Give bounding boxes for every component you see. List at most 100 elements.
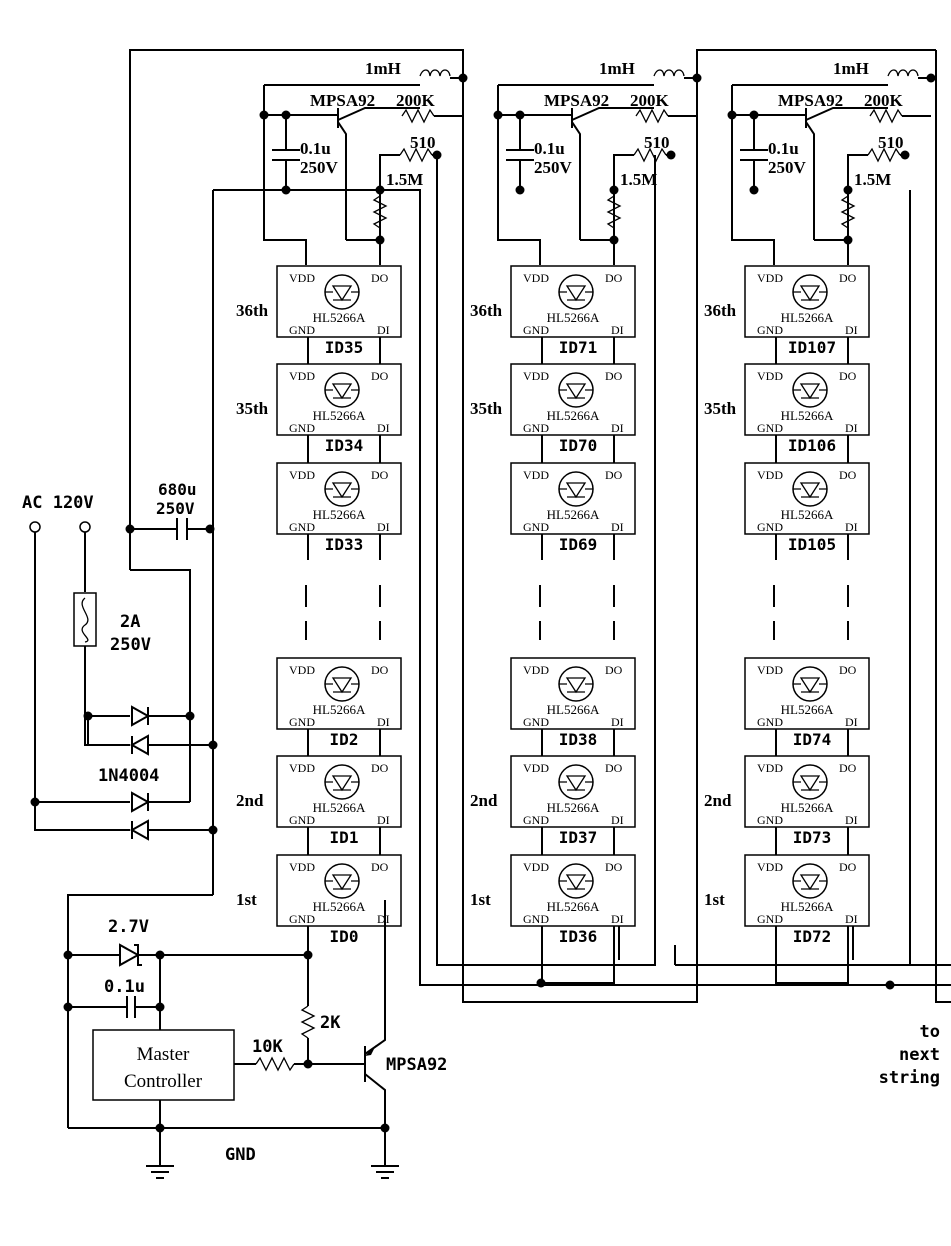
pin-di: DI [377, 520, 390, 534]
chip-part: HL5266A [313, 507, 366, 522]
master-controller [92, 1029, 235, 1101]
chip-part: HL5266A [547, 507, 600, 522]
pin-do: DO [839, 860, 857, 874]
pin-gnd: GND [757, 421, 783, 435]
next-string-line2: next [899, 1045, 940, 1065]
chip-part: HL5266A [781, 310, 834, 325]
pin-vdd: VDD [289, 860, 315, 874]
pin-di: DI [845, 813, 858, 827]
pin-vdd: VDD [757, 860, 783, 874]
next-string-label: to next string [879, 1022, 940, 1088]
controller-section: 2.7V 0.1u Master Controller 10K 2K MPSA9… [63, 900, 447, 1179]
pin-gnd: GND [523, 520, 549, 534]
pin-vdd: VDD [757, 468, 783, 482]
pin-do: DO [371, 761, 389, 775]
zener-value: 2.7V [108, 917, 149, 937]
pin-di: DI [377, 715, 390, 729]
zener-diode [119, 943, 141, 967]
chip-part: HL5266A [547, 408, 600, 423]
pin-di: DI [845, 715, 858, 729]
resistor-510 [633, 147, 667, 163]
pin-vdd: VDD [289, 761, 315, 775]
chip-id: ID33 [325, 535, 364, 554]
chip-position-label: 2nd [704, 791, 732, 810]
next-string-line1: to [920, 1022, 940, 1042]
chip-id: ID2 [330, 730, 359, 749]
chip-id: ID74 [793, 730, 832, 749]
supply-capacitor [740, 115, 768, 190]
chip-id: ID72 [793, 927, 832, 946]
pin-gnd: GND [289, 715, 315, 729]
pin-di: DI [377, 421, 390, 435]
pin-gnd: GND [757, 912, 783, 926]
chip-part: HL5266A [781, 899, 834, 914]
inductor-label: 1mH [365, 59, 401, 78]
chip-part: HL5266A [547, 310, 600, 325]
pin-di: DI [611, 813, 624, 827]
chip-position-label: 35th [470, 399, 503, 418]
pin-gnd: GND [289, 912, 315, 926]
supply-cap-value: 0.1u [300, 139, 331, 158]
resistor-1m5-label: 1.5M [620, 170, 657, 189]
led-chip: VDD DO GND DI HL5266A [744, 657, 870, 730]
chip-position-label: 2nd [470, 791, 498, 810]
pin-gnd: GND [289, 323, 315, 337]
supply-transistor-label: MPSA92 [544, 91, 609, 110]
chip-part: HL5266A [547, 702, 600, 717]
pin-di: DI [611, 912, 624, 926]
chip-id: ID71 [559, 338, 598, 357]
resistor-200k-label: 200K [630, 91, 670, 110]
pin-vdd: VDD [757, 663, 783, 677]
resistor-1m5 [840, 195, 856, 229]
pin-do: DO [605, 468, 623, 482]
ac-input-label: AC 120V [22, 493, 94, 513]
inductor-label: 1mH [599, 59, 635, 78]
chip-part: HL5266A [313, 899, 366, 914]
chip-position-label: 36th [470, 301, 503, 320]
pin-do: DO [839, 761, 857, 775]
chip-position-label: 36th [236, 301, 269, 320]
chip-id: ID107 [788, 338, 836, 357]
pin-do: DO [605, 663, 623, 677]
chip-position-label: 35th [236, 399, 269, 418]
pin-gnd: GND [523, 715, 549, 729]
resistor-1m5-label: 1.5M [386, 170, 423, 189]
pin-gnd: GND [757, 715, 783, 729]
pin-do: DO [839, 271, 857, 285]
inductor [887, 69, 919, 77]
chip-part: HL5266A [781, 408, 834, 423]
controller-cap [126, 996, 136, 1018]
pin-gnd: GND [523, 421, 549, 435]
pin-gnd: GND [757, 520, 783, 534]
pin-do: DO [605, 271, 623, 285]
pin-vdd: VDD [523, 271, 549, 285]
pin-di: DI [377, 912, 390, 926]
pin-vdd: VDD [289, 663, 315, 677]
pin-do: DO [605, 860, 623, 874]
chip-part: HL5266A [781, 702, 834, 717]
pin-do: DO [371, 369, 389, 383]
gnd-label: GND [225, 1145, 256, 1165]
chip-part: HL5266A [547, 899, 600, 914]
chip-part: HL5266A [313, 408, 366, 423]
controller-name-line2: Controller [124, 1071, 203, 1092]
pin-di: DI [611, 421, 624, 435]
pin-gnd: GND [757, 323, 783, 337]
pin-di: DI [377, 813, 390, 827]
pin-gnd: GND [289, 421, 315, 435]
resistor-200k-label: 200K [864, 91, 904, 110]
bridge-diodes [129, 705, 151, 841]
ground-symbol-right [371, 1165, 399, 1179]
chip-position-label: 35th [704, 399, 737, 418]
pin-vdd: VDD [757, 271, 783, 285]
pin-do: DO [839, 663, 857, 677]
resistor-510 [399, 147, 433, 163]
